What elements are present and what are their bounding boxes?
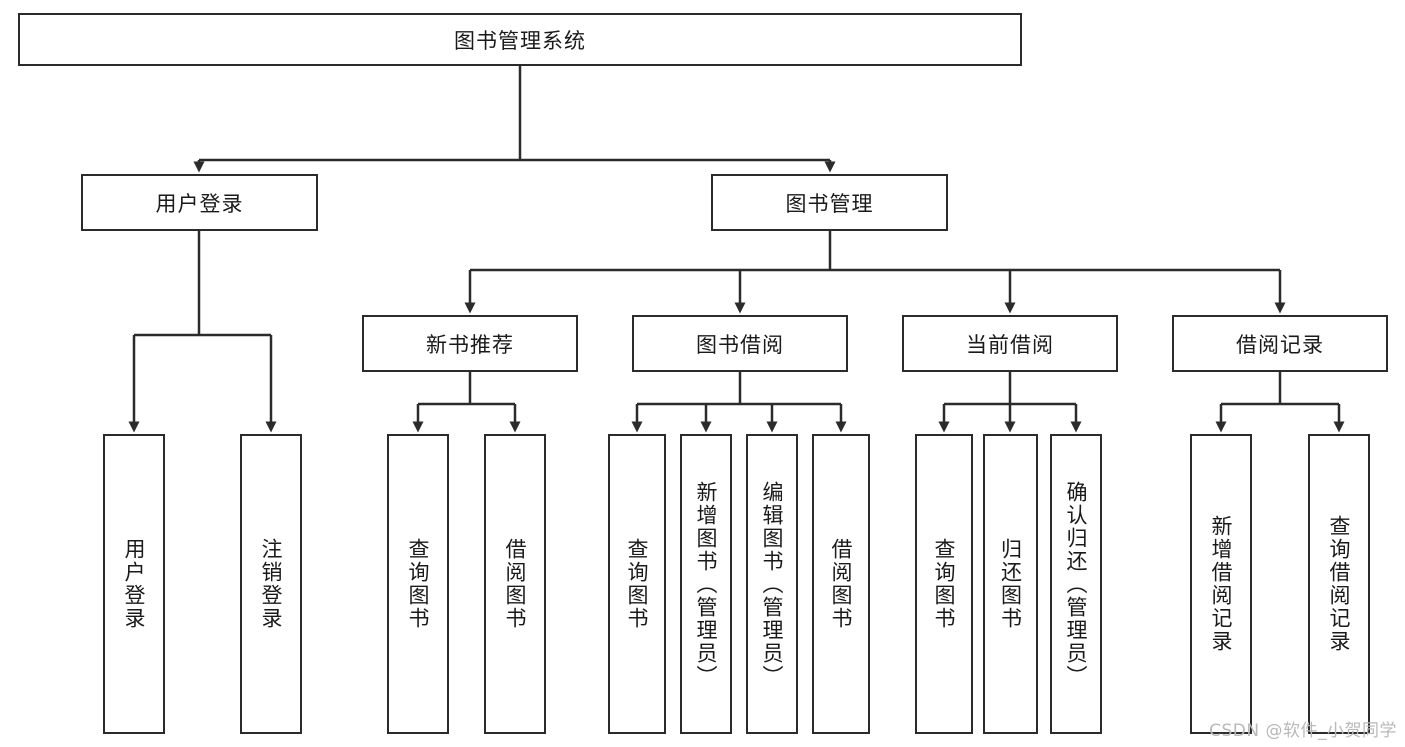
node-leaf-cur-return[interactable]: 归还图书 [983, 434, 1038, 734]
node-leaf-borrow-add-label: 新增图书（管理员） [694, 480, 719, 688]
node-leaf-user-logout[interactable]: 注销登录 [240, 434, 302, 734]
node-leaf-cur-confirm[interactable]: 确认归还（管理员） [1050, 434, 1102, 734]
node-leaf-rec-query-label: 查询图书 [406, 538, 431, 630]
node-leaf-borrow-do-label: 借阅图书 [829, 538, 854, 630]
node-book-borrow[interactable]: 图书借阅 [632, 315, 848, 372]
node-leaf-cur-query-label: 查询图书 [932, 538, 957, 630]
node-current-borrow-label: 当前借阅 [966, 332, 1054, 357]
node-borrow-record[interactable]: 借阅记录 [1172, 315, 1388, 372]
node-leaf-rec-add[interactable]: 新增借阅记录 [1190, 434, 1252, 734]
node-leaf-rec-add-label: 新增借阅记录 [1209, 515, 1234, 653]
node-borrow-record-label: 借阅记录 [1236, 332, 1324, 357]
node-root[interactable]: 图书管理系统 [18, 13, 1022, 66]
node-leaf-borrow-edit[interactable]: 编辑图书（管理员） [746, 434, 798, 734]
node-leaf-borrow-do[interactable]: 借阅图书 [812, 434, 870, 734]
node-book-manage-label: 图书管理 [785, 191, 874, 216]
node-leaf-rec-search-label: 查询借阅记录 [1327, 515, 1352, 653]
node-leaf-user-logout-label: 注销登录 [259, 538, 284, 630]
node-leaf-borrow-add[interactable]: 新增图书（管理员） [680, 434, 732, 734]
node-leaf-user-login-label: 用户登录 [122, 538, 147, 630]
node-root-label: 图书管理系统 [454, 28, 586, 53]
csdn-watermark: CSDN @软件_小贺同学 [1209, 721, 1397, 741]
node-leaf-cur-return-label: 归还图书 [998, 538, 1023, 630]
node-leaf-rec-borrow[interactable]: 借阅图书 [484, 434, 546, 734]
node-leaf-rec-query[interactable]: 查询图书 [387, 434, 449, 734]
node-leaf-borrow-query-label: 查询图书 [625, 538, 650, 630]
node-current-borrow[interactable]: 当前借阅 [902, 315, 1118, 372]
node-leaf-borrow-query[interactable]: 查询图书 [608, 434, 666, 734]
node-user-login[interactable]: 用户登录 [81, 174, 318, 231]
node-book-borrow-label: 图书借阅 [696, 332, 784, 357]
node-leaf-borrow-edit-label: 编辑图书（管理员） [760, 480, 785, 688]
node-book-manage[interactable]: 图书管理 [711, 174, 948, 231]
node-new-book-rec[interactable]: 新书推荐 [362, 315, 578, 372]
node-user-login-label: 用户登录 [155, 191, 244, 216]
node-leaf-cur-confirm-label: 确认归还（管理员） [1064, 480, 1089, 688]
node-leaf-rec-search[interactable]: 查询借阅记录 [1308, 434, 1370, 734]
node-new-book-rec-label: 新书推荐 [426, 332, 514, 357]
node-leaf-rec-borrow-label: 借阅图书 [503, 538, 528, 630]
node-leaf-user-login[interactable]: 用户登录 [103, 434, 165, 734]
node-leaf-cur-query[interactable]: 查询图书 [915, 434, 973, 734]
